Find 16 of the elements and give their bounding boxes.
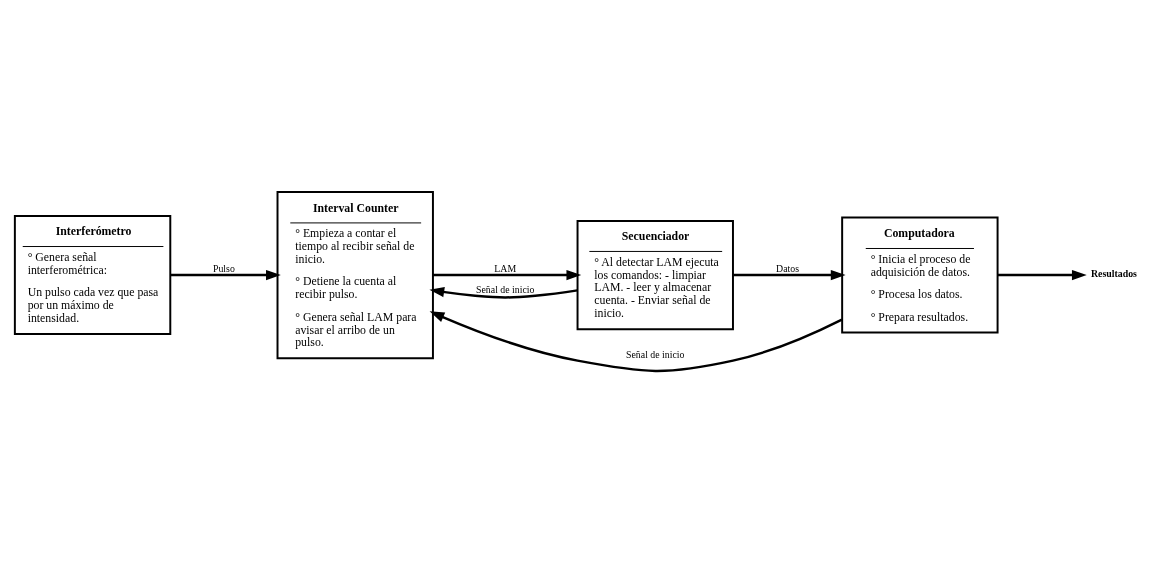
arrow [997,269,1087,281]
edge-label: Señal de inicio [626,348,685,360]
node-box: Secuenciador ° Al detectar LAM ejecuta los comandos: - limpiar LAM. - leer y almacenar cuenta. - Enviar señal de inicio. [576,219,734,331]
arrow [429,286,578,299]
edge-label: Pulso [212,263,235,275]
edge-label: Datos [776,263,800,275]
arrow [170,269,281,281]
edge-label: LAM [494,263,517,275]
arrow [429,311,843,373]
edge-label: Señal de inicio [476,283,535,295]
node-box: Interval Counter ° Empieza a contar el tiempo al recibir señal de inicio. ° Detiene la cuenta al recibir pulso. ° Genera señal LAM para avisar el arribo de un pulso. [276,190,434,360]
node-box: Interferómetro ° Genera señal interferométrica: Un pulso cada vez que pasa por un máximo de intensidad. [13,215,172,336]
node-box: Computadora ° Inicia el proceso de adquisición de datos. ° Procesa los datos. ° Prepara resultados. [841,216,999,334]
arrow [432,269,582,281]
arrow [733,269,846,281]
node-text: Resultados [1091,267,1137,279]
